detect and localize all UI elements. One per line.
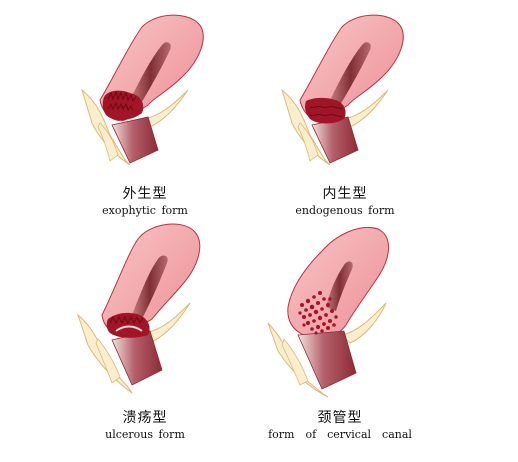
exophytic-illustration [81,14,204,166]
vaginal-wall [297,330,357,390]
caption-endogenous: 内生型 endogenous form [270,185,420,218]
uterine-cavity [330,42,371,105]
panel-endogenous: 内生型 endogenous form [270,5,470,217]
ulcerous-tumor [106,312,150,338]
uterine-cavity [132,255,168,319]
caption-zh: 颈管型 [317,410,363,426]
exophytic-tumor [102,90,144,121]
vaginal-fold [97,122,119,162]
endogenous-tumor [305,97,346,124]
caption-cervical-canal: 颈管型 form of cervical canal [240,409,440,442]
panel-exophytic: 外生型 exophytic form [70,5,270,217]
uterine-cavity [130,42,171,105]
vaginal-fold [281,338,309,386]
caption-ulcerous: 溃疡型 ulcerous form [70,409,220,442]
vaginal-fold [297,122,319,162]
caption-zh: 内生型 [322,186,368,202]
caption-en: ulcerous form [105,428,185,441]
cervical-canal-tumor [298,291,338,335]
uterine-cavity [326,261,353,311]
ulcerous-illustration [76,223,201,394]
cervical-canal-illustration [267,227,389,398]
pelvic-tissue [281,88,331,166]
panel-ulcerous: 溃疡型 ulcerous form [70,215,270,441]
pelvic-tissue [81,88,131,166]
caption-en: endogenous form [295,204,395,217]
caption-zh: 溃疡型 [122,410,168,426]
pelvic-tissue-right [138,89,189,128]
endogenous-illustration [281,14,404,166]
panel-cervical-canal: 颈管型 form of cervical canal [260,215,460,441]
pelvic-tissue-right [341,302,387,344]
pelvic-tissue [76,313,133,394]
vaginal-wall [111,116,159,164]
caption-exophytic: 外生型 exophytic form [70,185,220,218]
vaginal-fold [95,338,121,384]
caption-en: exophytic form [102,204,188,217]
caption-zh: 外生型 [122,186,168,202]
pelvic-tissue-right [338,89,389,128]
caption-en: form of cervical canal [268,428,412,441]
pelvic-tissue-right [143,302,191,342]
